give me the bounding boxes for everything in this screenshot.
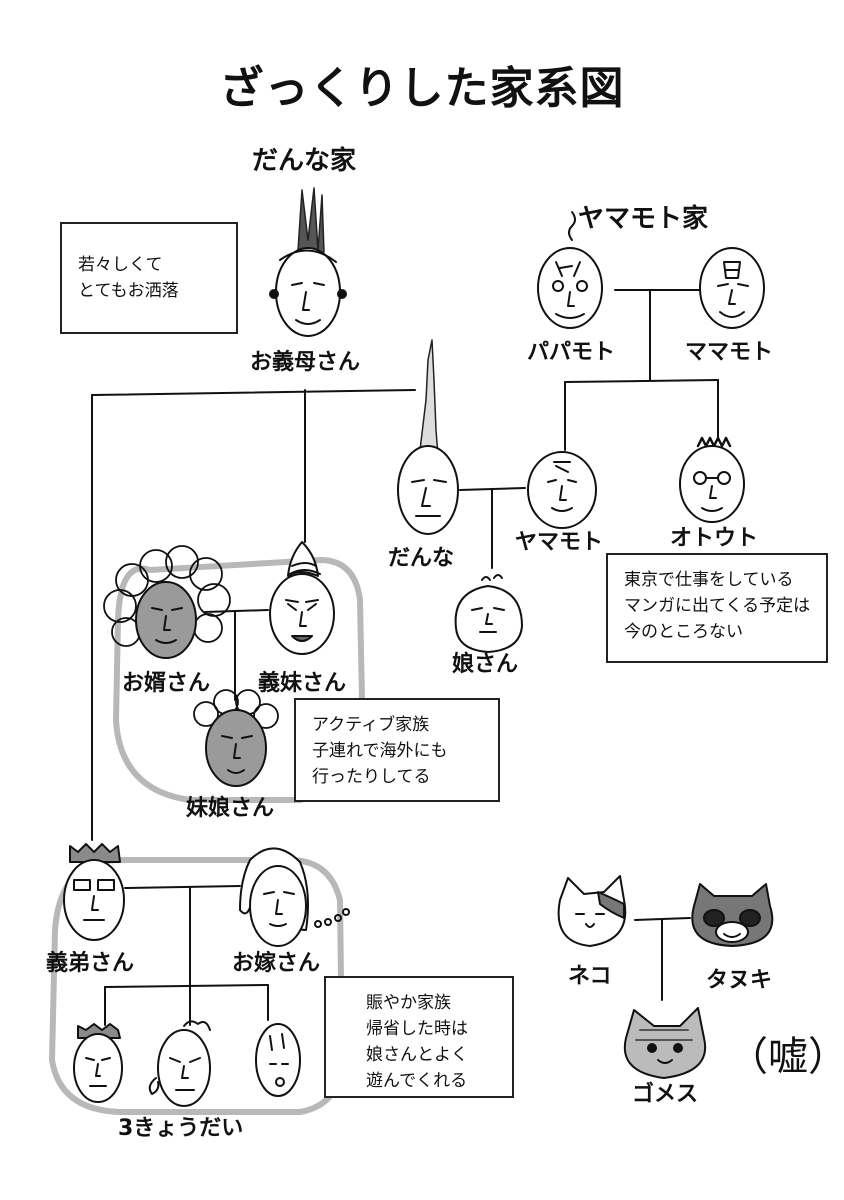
yamamoto-label: ヤマモト (515, 530, 604, 555)
otouto-face (679, 436, 745, 523)
sister-in-law-label: 義妹さん (258, 671, 347, 696)
otouto-label: オトウト (670, 526, 759, 551)
mother-note: 若々しくて とてもお洒落 (60, 222, 238, 334)
danna-family-label: だんな家 (252, 146, 357, 176)
papamoto-label: パパモト (527, 340, 616, 365)
note-line: 若々しくて (78, 255, 163, 275)
note-line: 娘さんとよく (366, 1045, 468, 1065)
tanuki-label: タヌキ (706, 968, 773, 993)
three-kids-label: 3きょうだい (118, 1116, 244, 1141)
brother-in-law-face (63, 843, 125, 941)
note-line: アクティブ家族 (312, 715, 430, 735)
note-line: 賑やか家族 (366, 993, 451, 1013)
brother-in-law-label: 義弟さん (46, 951, 135, 976)
cat-face (557, 875, 627, 947)
cat-label: ネコ (568, 964, 612, 989)
kid2-face (148, 1020, 211, 1107)
mamamoto-label: ママモト (685, 340, 774, 365)
note-line: マンガに出てくる予定は (624, 596, 811, 616)
note-line: 行ったりしてる (312, 767, 431, 787)
danna-label: だんな (388, 546, 455, 571)
papamoto-face (537, 211, 603, 329)
page-title: ざっくりした家系図 (219, 63, 625, 114)
gomesu-face (623, 1007, 707, 1079)
yamamoto-family-label: ヤマモト家 (578, 204, 709, 234)
brothers-wife-label: お嫁さん (232, 951, 321, 976)
niece-label: 妹娘さん (186, 796, 275, 821)
yamamoto-face (527, 451, 597, 529)
tanuki-face (691, 883, 774, 947)
note-line: 東京で仕事をしている (624, 570, 794, 590)
niece-face (193, 689, 279, 787)
tree-lines (91, 289, 719, 1026)
sister-in-law-face (269, 541, 335, 655)
kid1-face (73, 1023, 123, 1103)
note-line: 今のところない (624, 622, 743, 642)
lively-family-note: 賑やか家族 帰省した時は 娘さんとよく 遊んでくれる (324, 976, 514, 1098)
note-line: とてもお洒落 (78, 281, 179, 301)
mother-in-law-face (269, 187, 347, 337)
otouto-note: 東京で仕事をしている マンガに出てくる予定は 今のところない (606, 553, 828, 663)
note-line: 帰省した時は (366, 1019, 468, 1039)
brothers-wife-face (239, 847, 350, 947)
daughter-label: 娘さん (452, 652, 519, 677)
note-line: 子連れで海外にも (312, 741, 448, 761)
mamamoto-face (699, 247, 765, 329)
lie-label: （嘘） (728, 1034, 844, 1080)
note-line: 遊んでくれる (366, 1071, 468, 1091)
gomesu-label: ゴメス (632, 1082, 699, 1107)
kid3-face (255, 1023, 301, 1097)
mother-in-law-label: お義母さん (250, 350, 361, 375)
daughter-face (454, 574, 523, 653)
lively-family-outline (49, 857, 345, 1115)
son-in-law-face (103, 545, 231, 659)
danna-face (397, 339, 459, 535)
son-in-law-label: お婿さん (122, 671, 211, 696)
active-family-note: アクティブ家族 子連れで海外にも 行ったりしてる (294, 698, 500, 802)
